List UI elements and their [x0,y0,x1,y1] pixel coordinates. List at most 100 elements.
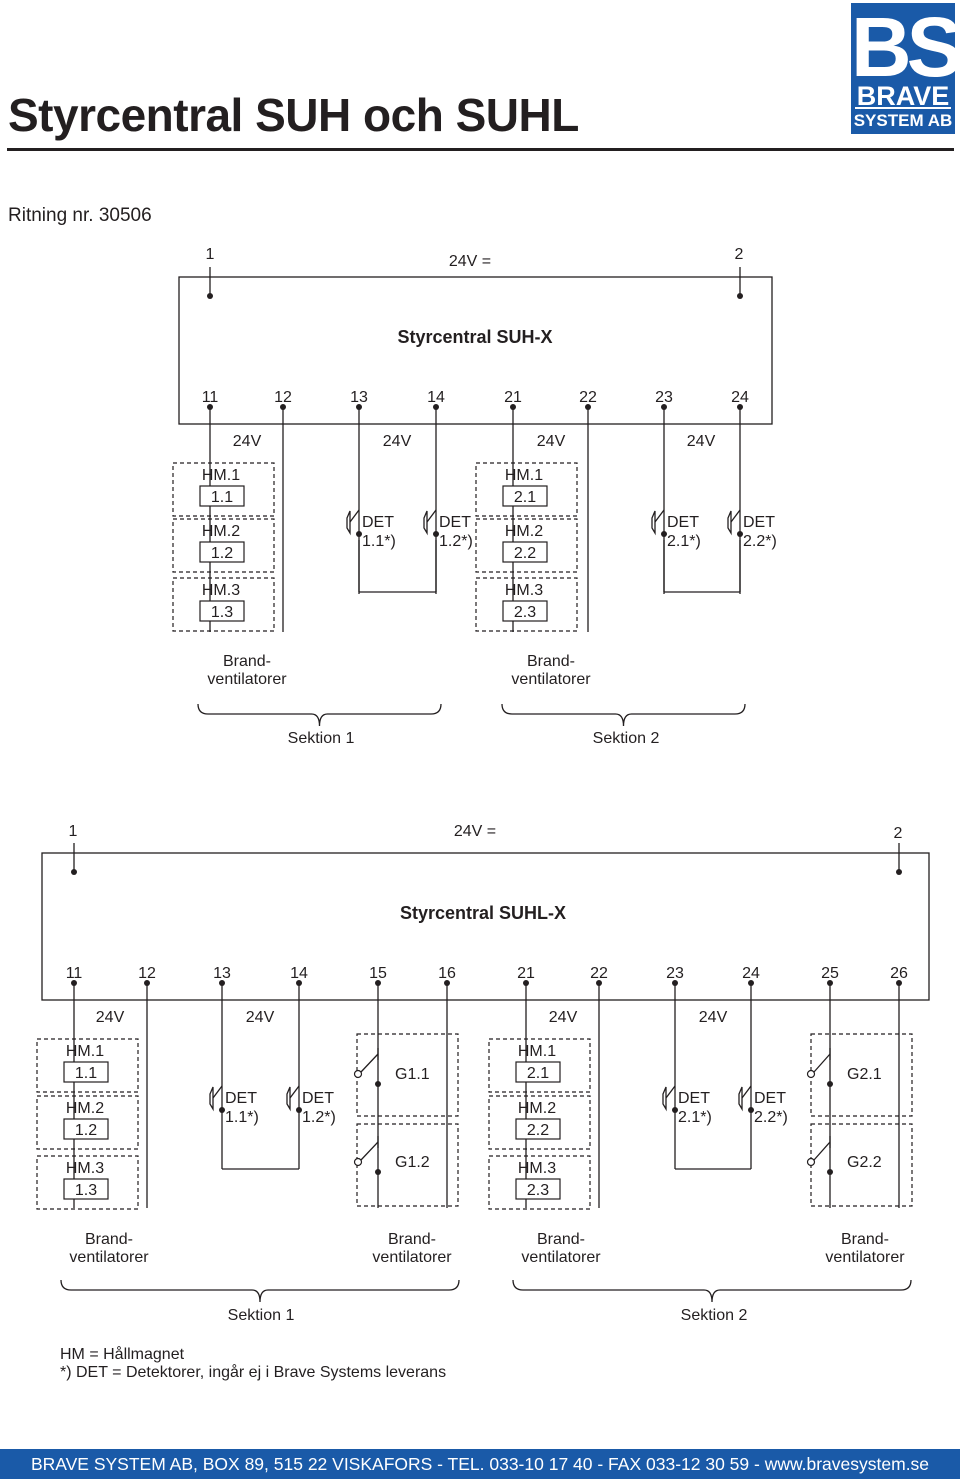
suhl-title: Styrcentral SUHL-X [400,903,566,923]
fan-label-suh-s1-b: ventilatorer [207,671,287,688]
hm-value-s1-2: 1.2 [75,1122,97,1139]
switch-dot-2-1 [827,1081,833,1087]
v24-label-1: 24V [233,433,262,450]
terminal-11: 11 [66,965,83,982]
supply-terminal-1: 1 [69,823,78,840]
v24-label-4: 24V [699,1009,728,1026]
det-contact-2-2 [741,1085,752,1099]
switch-dot-2-2 [827,1169,833,1175]
hm-label-s1-3: HM.3 [66,1160,104,1177]
drawing-number: Ritning nr. 30506 [8,205,152,226]
hm-value-s2-2: 2.2 [527,1122,549,1139]
det-symbol-2-2 [738,1086,743,1112]
switch-dot-1-2 [375,1169,381,1175]
switch-node-1-2 [353,1157,363,1167]
terminal-22: 22 [590,965,608,982]
switch-lever-1-1 [360,1053,379,1073]
supply-dot-2 [737,293,743,299]
hm-value-box-s1-1 [63,1061,109,1083]
suhl-section-1: Sektion 1 [228,1307,295,1324]
det-symbol-2-2 [727,510,732,536]
wire-mask [433,594,439,634]
supply-dot-1 [207,293,213,299]
terminal-26: 26 [890,965,908,982]
supply-terminal-1: 1 [206,246,215,263]
det-value-1-1: 1.1*) [225,1109,259,1126]
hm-frame-s2-1 [488,1038,591,1093]
det-dot-2-2 [748,1107,754,1113]
switch-dot-1-1 [375,1081,381,1087]
det-label-1-1: DET [225,1090,257,1107]
det-value-2-2: 2.2*) [754,1109,788,1126]
terminal-11: 11 [202,389,219,406]
fan-label-suhl-4-b: ventilatorer [825,1249,905,1266]
det-dot-1-2 [296,1107,302,1113]
hm-value-s1-1: 1.1 [211,489,233,506]
det-dot-2-1 [672,1107,678,1113]
det-value-1-2: 1.2*) [302,1109,336,1126]
section-brace-suhl-s2 [512,1279,912,1303]
switch-label-1-2: G1.2 [395,1154,430,1171]
hm-label-s2-3: HM.3 [505,582,543,599]
hm-value-box-s1-3 [63,1178,109,1200]
terminal-25: 25 [821,965,839,982]
v24-label-2: 24V [246,1009,275,1026]
det-symbol-2-1 [662,1086,667,1112]
supply-label: 24V = [454,823,496,840]
hm-label-s1-3: HM.3 [202,582,240,599]
hm-frame-s1-3 [36,1155,139,1210]
hm-value-s1-3: 1.3 [75,1182,97,1199]
fan-label-suhl-1: Brand- [85,1231,133,1248]
fan-label-suh-s2-b: ventilatorer [511,671,591,688]
det-symbol-1-2 [423,510,428,536]
legend-hm: HM = Hållmagnet [60,1346,185,1363]
hm-value-s2-3: 2.3 [514,604,536,621]
switch-label-1-1: G1.1 [395,1066,430,1083]
hm-frame-s1-1 [172,462,275,517]
supply-dot-2 [896,869,902,875]
logo-bar [855,107,951,109]
det-contact-1-1 [212,1085,223,1099]
det-value-2-1: 2.1*) [678,1109,712,1126]
wire-mask [661,594,667,634]
det-label-2-1: DET [678,1090,710,1107]
hm-frame-s1-2 [36,1095,139,1150]
fan-label-suhl-2-b: ventilatorer [372,1249,452,1266]
logo-brave: BRAVE [856,81,950,111]
suh-section-2: Sektion 2 [593,730,660,747]
hm-label-s1-2: HM.2 [202,523,240,540]
det-label-2-2: DET [743,514,775,531]
det-symbol-1-1 [209,1086,214,1112]
terminal-21: 21 [517,965,535,982]
suhl-section-2: Sektion 2 [681,1307,748,1324]
hm-value-box-s2-1 [502,485,548,507]
v24-label-4: 24V [687,433,716,450]
legend-det: *) DET = Detektorer, ingår ej i Brave Sy… [60,1364,447,1381]
terminal-16: 16 [438,965,456,982]
det-contact-2-2 [730,509,741,523]
supply-dot-1 [71,869,77,875]
det-contact-1-1 [349,509,360,523]
hm-label-s2-3: HM.3 [518,1160,556,1177]
hm-frame-s2-3 [475,577,578,632]
supply-terminal-2: 2 [735,246,744,263]
switch-node-1-1 [353,1069,363,1079]
terminal-21: 21 [504,389,522,406]
terminal-24: 24 [731,389,749,406]
hm-value-s1-2: 1.2 [211,545,233,562]
supply-label: 24V = [449,253,491,270]
det-dot-1-2 [433,531,439,537]
switch-label-2-1: G2.1 [847,1066,882,1083]
terminal-23: 23 [666,965,684,982]
hm-value-box-s1-1 [199,485,245,507]
terminal-14: 14 [427,389,445,406]
wire-mask [356,594,362,634]
suhl-box [41,852,930,1001]
hm-value-box-s2-1 [515,1061,561,1083]
det-contact-2-1 [665,1085,676,1099]
terminal-12: 12 [274,389,292,406]
terminal-13: 13 [350,389,368,406]
det-value-2-2: 2.2*) [743,533,777,550]
hm-value-s1-3: 1.3 [211,604,233,621]
